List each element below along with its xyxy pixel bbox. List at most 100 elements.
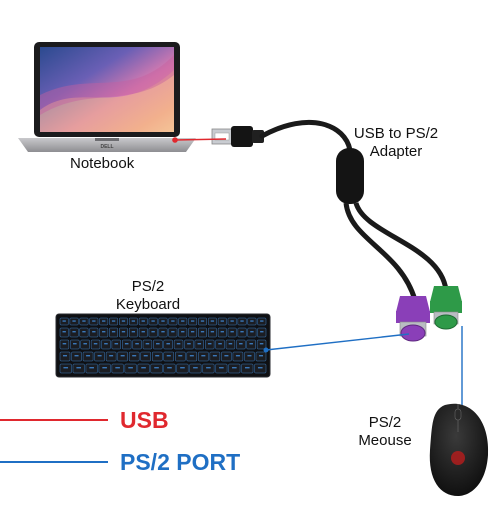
keyboard-key [217, 327, 227, 338]
keyboard-key-glyph [141, 331, 145, 333]
usb-pointer [172, 137, 227, 143]
keyboard-key-glyph [247, 355, 252, 357]
keyboard-key-glyph [187, 343, 191, 345]
keyboard-key-glyph [257, 367, 263, 369]
keyboard-key-glyph [82, 320, 86, 322]
keyboard-key [227, 327, 237, 338]
keyboard-key [142, 339, 153, 350]
keyboard-key [189, 363, 202, 374]
keyboard-key [109, 327, 118, 338]
keyboard-key-glyph [104, 343, 108, 345]
keyboard-key-glyph [259, 343, 264, 345]
keyboard-key-glyph [62, 331, 66, 333]
keyboard-key-glyph [200, 320, 205, 322]
keyboard-key-glyph [132, 355, 137, 357]
keyboard-key [111, 363, 124, 374]
keyboard-label-line1: PS/2 [131, 278, 165, 295]
keyboard-key [208, 327, 217, 338]
keyboard-key [228, 363, 241, 374]
keyboard-key-glyph [189, 355, 194, 357]
adapter-body [336, 148, 364, 204]
keyboard-key [59, 327, 69, 338]
keyboard-key-glyph [240, 331, 244, 333]
mouse-label-line1: PS/2 [368, 414, 402, 431]
keyboard-branch-cable [343, 202, 418, 301]
keyboard-key-glyph [218, 343, 222, 345]
keyboard-key [184, 339, 194, 350]
keyboard-key-glyph [166, 343, 170, 345]
keyboard-key [163, 339, 173, 350]
keyboard-key [232, 351, 244, 362]
keyboard-key-glyph [230, 320, 234, 322]
keyboard-key-glyph [249, 343, 253, 345]
keyboard-key-glyph [102, 320, 106, 322]
keyboard-key-glyph [92, 331, 96, 333]
keyboard-key-glyph [245, 367, 250, 369]
keyboard-key-glyph [143, 355, 148, 357]
keyboard-key-glyph [201, 355, 206, 357]
keyboard-key-glyph [97, 355, 102, 357]
keyboard-key-glyph [220, 331, 224, 333]
ps2-keyboard-connector [396, 296, 430, 342]
keyboard-key-glyph [62, 320, 66, 322]
keyboard-key [98, 363, 111, 374]
keyboard-key-glyph [239, 343, 243, 345]
keyboard-key [158, 327, 168, 338]
keyboard-key [198, 327, 207, 338]
keyboard-key [124, 363, 137, 374]
keyboard-key-glyph [63, 355, 68, 357]
keyboard-key [140, 351, 151, 362]
keyboard-key-glyph [207, 343, 212, 345]
keyboard-key-glyph [200, 331, 205, 333]
notebook-laptop: DELL [18, 42, 196, 152]
keyboard-key [59, 351, 71, 362]
keyboard-key [137, 363, 150, 374]
keyboard-key [205, 339, 215, 350]
ps2-mouse [429, 403, 489, 496]
keyboard-key [176, 363, 189, 374]
keyboard-key [247, 327, 257, 338]
keyboard-label: PS/2 Keyboard [108, 278, 188, 314]
keyboard-key-glyph [109, 355, 114, 357]
keyboard-key-glyph [111, 320, 116, 322]
keyboard-key [241, 363, 254, 374]
keyboard-key-glyph [178, 355, 183, 357]
keyboard-key-glyph [161, 320, 165, 322]
keyboard-key-glyph [206, 367, 211, 369]
keyboard-key [153, 339, 163, 350]
keyboard-key-glyph [181, 320, 185, 322]
keyboard-key [255, 351, 267, 362]
usb-cable [259, 119, 353, 153]
keyboard-key [90, 339, 101, 350]
adapter-label-line2: Adapter [369, 143, 423, 160]
keyboard-key-glyph [89, 367, 94, 369]
keyboard-key-glyph [72, 320, 76, 322]
legend-ps2-text: PS/2 PORT [120, 449, 241, 475]
keyboard-key [72, 363, 85, 374]
keyboard-key-glyph [181, 331, 185, 333]
keyboard-key-glyph [120, 355, 125, 357]
keyboard-key [186, 351, 198, 362]
keyboard-key [122, 339, 132, 350]
keyboard-key [117, 351, 128, 362]
keyboard-key [105, 351, 117, 362]
keyboard-key-glyph [210, 320, 215, 322]
keyboard-key-glyph [260, 320, 264, 322]
keyboard-key [71, 351, 82, 362]
keyboard-key [256, 339, 267, 350]
legend-usb-text: USB [120, 407, 169, 433]
keyboard-key [237, 327, 247, 338]
keyboard-key [111, 339, 121, 350]
mouse-label: PS/2 Meouse [350, 414, 420, 450]
notebook-label: Notebook [70, 155, 135, 172]
keyboard-key [244, 351, 255, 362]
keyboard-key [163, 351, 174, 362]
keyboard-key-glyph [166, 355, 171, 357]
usb-connector [211, 126, 264, 147]
keyboard-key-glyph [171, 320, 175, 322]
keyboard-key [163, 363, 176, 374]
keyboard-key-glyph [232, 367, 237, 369]
mouse-label-line2: Meouse [358, 432, 412, 449]
laptop-base [18, 138, 196, 152]
